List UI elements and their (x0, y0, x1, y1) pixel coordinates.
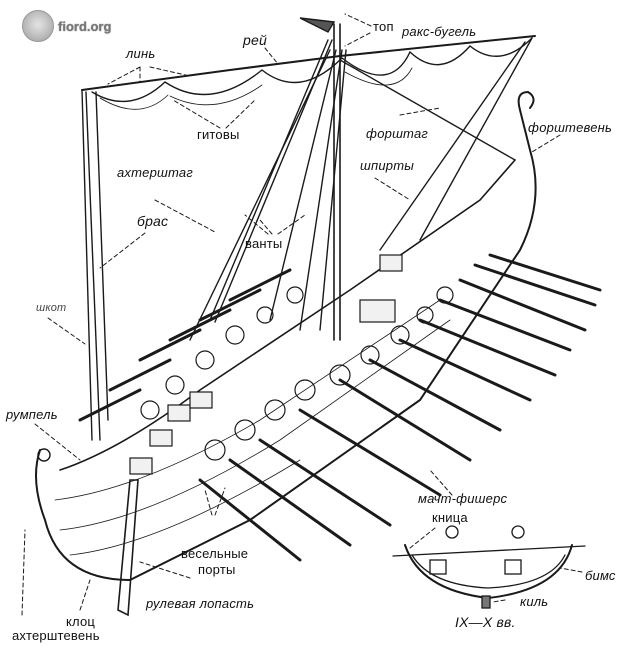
label-bras: брас (137, 213, 169, 229)
sail (91, 37, 533, 103)
leader-lines (21, 13, 583, 616)
oars (78, 253, 602, 562)
label-raks-bugel: ракс-бугель (402, 24, 477, 39)
vane-flag (299, 17, 336, 33)
label-veselnye: весельные (181, 546, 249, 561)
label-shpirty: шпирты (360, 158, 414, 173)
label-lin: линь (126, 46, 156, 61)
label-shkot: шкот (36, 302, 67, 314)
label-forshtag: форштаг (366, 126, 428, 141)
brace (85, 91, 101, 441)
label-porty: порты (198, 562, 236, 577)
stern-curl (37, 448, 51, 462)
label-bims: бимс (585, 568, 616, 583)
shrouds (189, 49, 347, 341)
cross-section (392, 525, 586, 609)
label-akhtershtag: ахтерштаг (117, 165, 193, 180)
label-rumpel: румпель (6, 407, 58, 422)
label-kil: киль (520, 594, 549, 609)
sheet (81, 89, 109, 441)
label-forshteven: форштевень (528, 120, 613, 135)
watermark-logo: fiord.org (22, 10, 111, 42)
label-vanty: ванты (245, 236, 283, 251)
steering-oar (117, 479, 139, 617)
stem-post (517, 90, 535, 111)
label-top: топ (373, 19, 394, 34)
label-knitsa: кница (432, 510, 468, 525)
label-rulevaya-lopast: рулевая лопасть (146, 596, 255, 611)
label-klots: клоц (66, 614, 96, 629)
label-macht-fishers: мачт-фишерс (418, 491, 508, 506)
hull (35, 109, 537, 582)
watermark-text: fiord.org (58, 18, 112, 34)
label-akhtershteven: ахтерштевень (12, 628, 100, 643)
label-rei: рей (243, 32, 267, 48)
shields (140, 286, 454, 461)
yard (81, 35, 536, 91)
logo-face-icon (22, 10, 54, 42)
caption-period: IX—X вв. (455, 614, 516, 630)
sea-chests (129, 254, 403, 475)
label-gitovy: гитовы (197, 127, 240, 142)
